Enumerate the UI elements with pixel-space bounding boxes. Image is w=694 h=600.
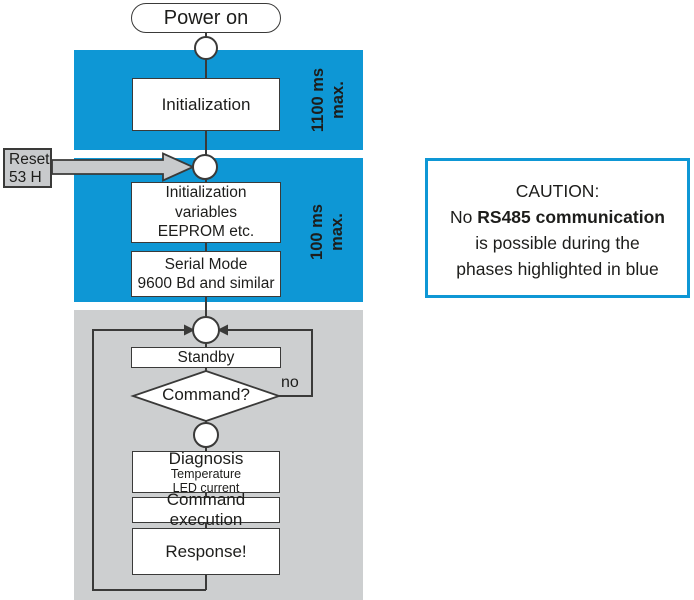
- phase1-duration-line2: max.: [329, 81, 347, 119]
- phase2-duration-line1: 100 ms: [308, 204, 326, 260]
- standby-label: Standby: [177, 348, 235, 366]
- junction-circle-reset: [192, 154, 218, 180]
- diagnosis-line1: Diagnosis: [168, 449, 244, 468]
- decision-diamond-shape: [130, 370, 282, 422]
- no-branch-label: no: [281, 374, 299, 391]
- standby-box: Standby: [131, 347, 281, 368]
- no-branch-line: [227, 329, 313, 397]
- init-vars-line1: Initialization: [165, 184, 247, 202]
- junction-circle-standby: [192, 316, 220, 344]
- serial-mode-box: Serial Mode 9600 Bd and similar: [131, 251, 281, 297]
- junction-circle-power: [194, 36, 218, 60]
- caution-line2-bold: RS485 communication: [477, 207, 665, 227]
- phase2-duration-label: 100 ms max.: [306, 192, 348, 272]
- caution-line3: is possible during the: [475, 233, 640, 253]
- return-loop-line: [92, 329, 206, 591]
- power-on-label: Power on: [163, 6, 249, 29]
- init-vars-line3: EEPROM etc.: [157, 223, 255, 241]
- response-label: Response!: [165, 541, 247, 561]
- command-decision-label: Command?: [162, 385, 250, 404]
- response-box: Response!: [132, 528, 280, 575]
- phase1-duration-line1: 1100 ms: [309, 67, 327, 133]
- power-on-terminator: Power on: [131, 3, 281, 33]
- no-branch-arrowhead-icon: [217, 324, 228, 336]
- initialization-variables-box: Initialization variables EEPROM etc.: [131, 182, 281, 243]
- reset-line2: 53 H: [9, 169, 42, 186]
- reset-line1: Reset: [9, 151, 50, 168]
- caution-line2-prefix: No: [450, 207, 478, 227]
- reset-box: Reset 53 H: [3, 148, 52, 188]
- serial-mode-line2: 9600 Bd and similar: [137, 275, 275, 292]
- phase1-duration-label: 1100 ms max.: [307, 60, 349, 140]
- caution-line4: phases highlighted in blue: [456, 259, 659, 279]
- diagnosis-line2: Temperature: [170, 467, 242, 481]
- return-loop-arrowhead-icon: [184, 324, 195, 336]
- serial-mode-line1: Serial Mode: [164, 255, 248, 273]
- init-vars-line2: variables: [174, 203, 238, 221]
- command-execution-label: Command execution: [166, 490, 246, 529]
- initialization-label: Initialization: [161, 94, 251, 114]
- junction-circle-diagnosis: [193, 422, 219, 448]
- caution-line2: No RS485 communication: [428, 204, 687, 230]
- caution-note: CAUTION: No RS485 communication is possi…: [425, 158, 690, 298]
- diagnosis-box: Diagnosis Temperature LED current: [132, 449, 280, 495]
- reset-arrow-icon: [51, 152, 196, 182]
- initialization-box: Initialization: [132, 78, 280, 131]
- phase2-duration-line2: max.: [328, 213, 346, 251]
- command-execution-box: Command execution: [132, 490, 280, 529]
- diagnosis-line3: LED current: [172, 480, 240, 495]
- caution-heading: CAUTION:: [515, 181, 600, 201]
